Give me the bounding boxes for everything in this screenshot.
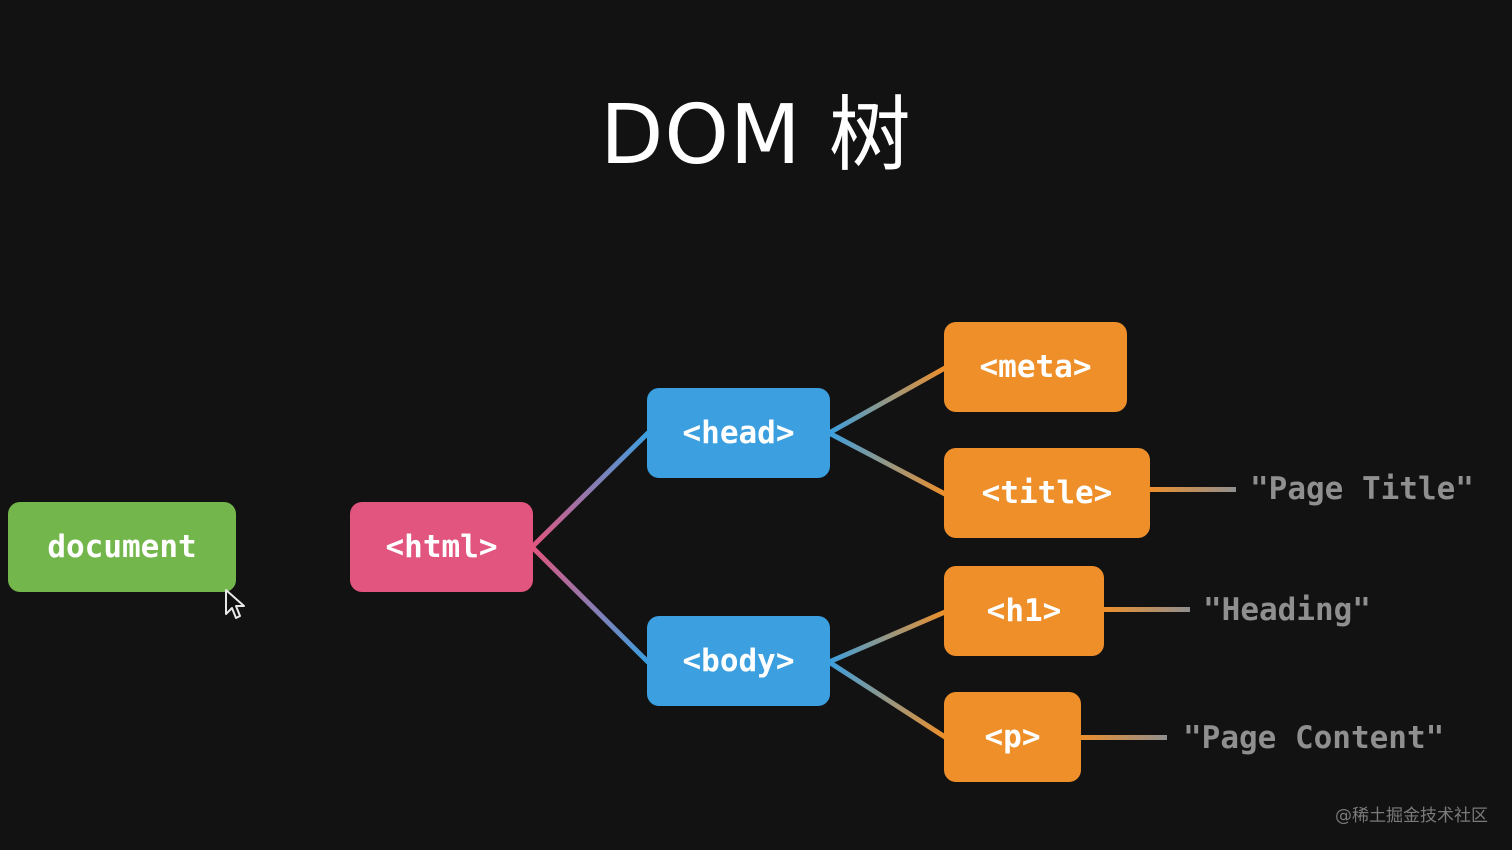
edge-h1-text	[1103, 607, 1190, 612]
text-node-heading: "Heading"	[1203, 592, 1371, 628]
node-h1: <h1>	[944, 566, 1104, 656]
node-document: document	[8, 502, 236, 592]
edge-body-p	[826, 659, 948, 740]
text-node-page-title: "Page Title"	[1250, 471, 1474, 507]
edge-html-head	[529, 430, 651, 550]
edge-title-text	[1148, 487, 1236, 492]
edge-head-meta	[826, 365, 948, 436]
edge-head-title	[826, 430, 948, 497]
node-html: <html>	[350, 502, 533, 592]
node-body: <body>	[647, 616, 830, 706]
node-head: <head>	[647, 388, 830, 478]
mouse-pointer-icon	[225, 589, 245, 619]
edge-body-h1	[826, 609, 948, 665]
node-p: <p>	[944, 692, 1081, 782]
watermark: @稀土掘金技术社区	[1335, 806, 1488, 826]
node-title: <title>	[944, 448, 1150, 538]
diagram-title: DOM 树	[600, 88, 912, 183]
edge-html-body	[529, 544, 651, 665]
node-meta: <meta>	[944, 322, 1127, 412]
edge-p-text	[1079, 735, 1167, 740]
text-node-page-content: "Page Content"	[1183, 720, 1445, 756]
